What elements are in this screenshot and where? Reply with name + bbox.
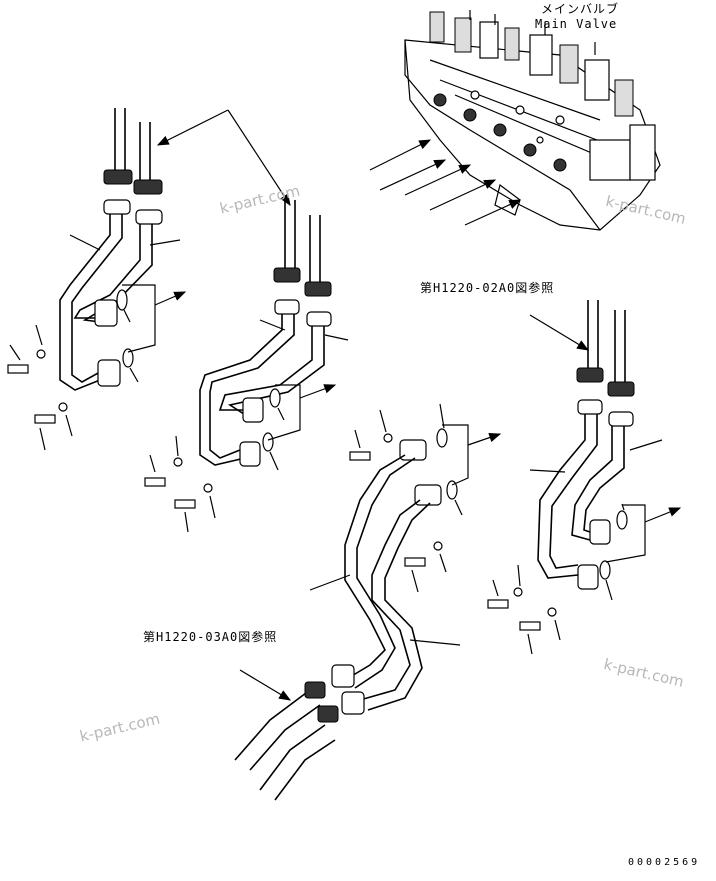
drawing-number: 00002569 (628, 857, 701, 868)
pipe-group-3 (309, 403, 502, 715)
main-valve-assembly (404, 10, 661, 231)
hose-leaders (156, 109, 590, 701)
pipe-group-4 (487, 300, 682, 655)
reference-label-h1220-03a0: 第H1220-03A0図参照 (143, 630, 278, 644)
reference-label-h1220-02a0: 第H1220-02A0図参照 (420, 281, 555, 295)
main-valve-label-jp: メインバルブ (541, 2, 620, 16)
pipe-group-2 (144, 200, 349, 533)
pipe-group-1 (7, 108, 187, 451)
port-arrows (369, 139, 522, 226)
main-valve-label-en: Main Valve (535, 17, 618, 31)
lower-hoses (234, 681, 339, 801)
